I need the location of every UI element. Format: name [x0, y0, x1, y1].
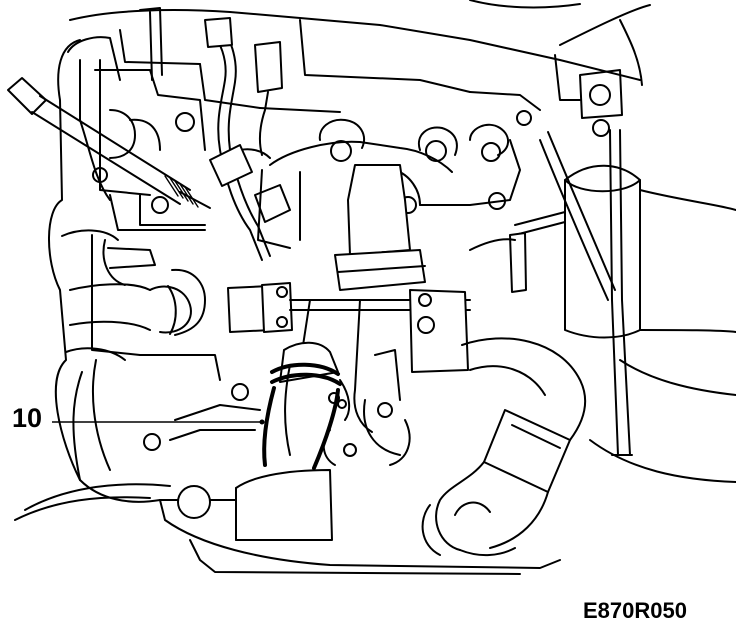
callout-dot [259, 419, 265, 425]
dipstick [7, 77, 211, 209]
egr-valve [227, 282, 471, 466]
lower-sensor [143, 383, 333, 541]
engine-block [14, 36, 561, 575]
intake-hose-left [69, 268, 206, 336]
turbo-hose [421, 337, 587, 556]
callout-label-10: 10 [12, 403, 43, 433]
right-side-hoses [469, 69, 736, 483]
manifold [257, 118, 521, 291]
intake-hose-10 [262, 341, 347, 470]
wire-harness [139, 7, 291, 261]
injection-pump [79, 59, 206, 286]
figure-reference-code: E870R050 [583, 598, 687, 623]
valve-cover [69, 0, 651, 113]
